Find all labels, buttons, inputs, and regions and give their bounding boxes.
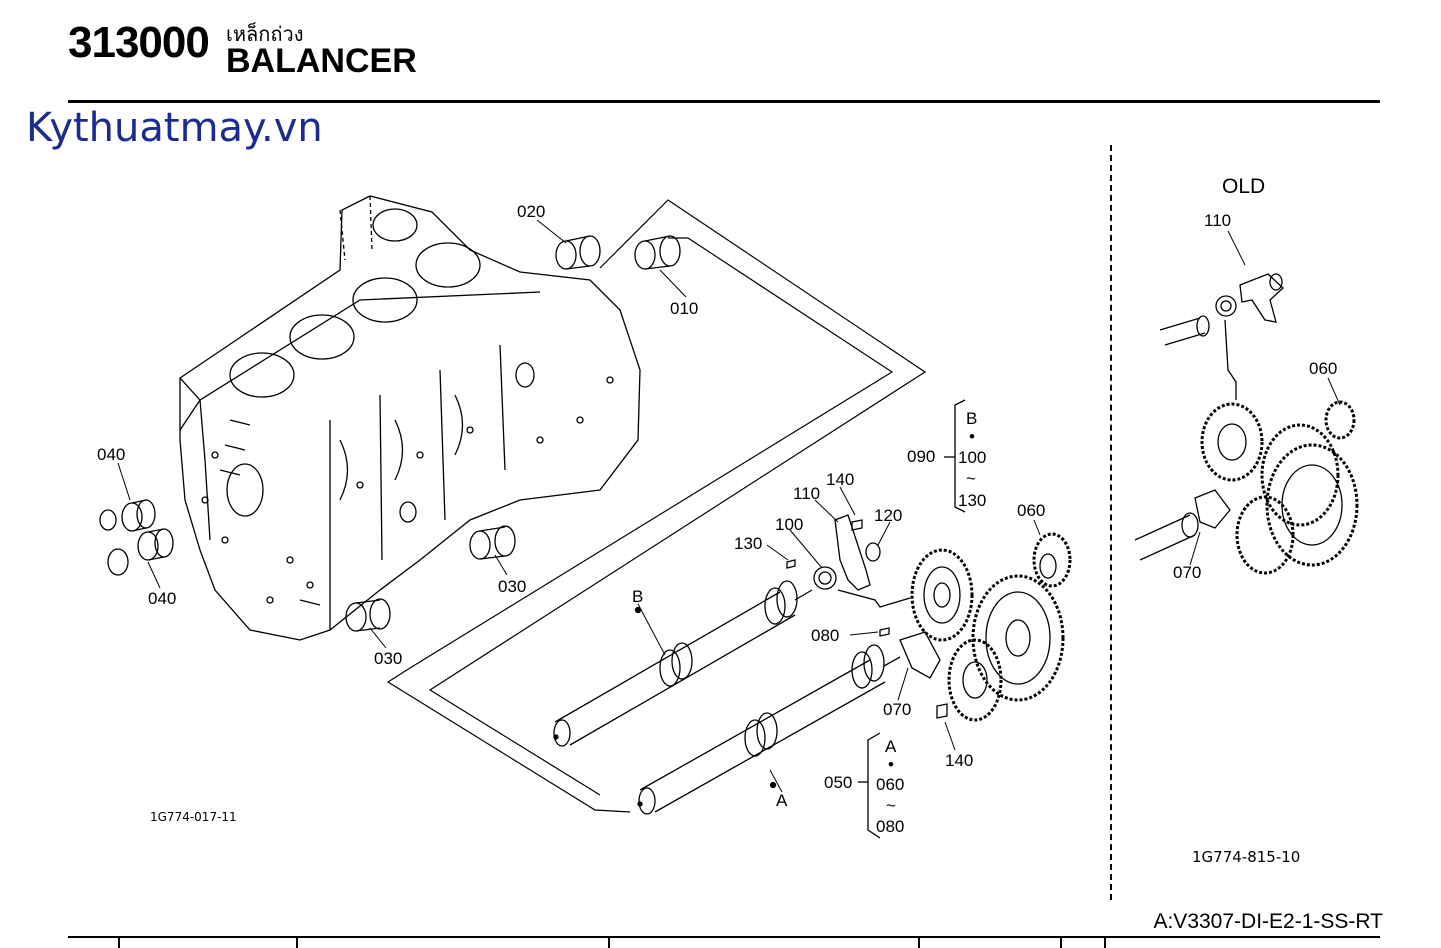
callout-030-lower: 030 (374, 649, 402, 668)
group-b-tilde: ~ (966, 469, 976, 488)
callout-140-upper: 140 (826, 470, 854, 489)
old-assembly-illustration (1134, 273, 1359, 575)
group-a-dot: • (888, 755, 894, 774)
callout-090: 090 (907, 447, 935, 466)
thrust-plate-110 (834, 514, 871, 591)
callout-060: 060 (1017, 501, 1045, 520)
section-divider (1110, 145, 1112, 900)
shaft-a-label: A (776, 791, 788, 810)
group-b-dot: • (969, 427, 975, 446)
group-b-label: B (966, 409, 977, 428)
balancer-gear-lower (947, 638, 1003, 722)
group-bracket-a (867, 732, 881, 839)
collar-120 (865, 542, 881, 562)
part-code: 313000 (68, 18, 210, 67)
group-a-from: 060 (876, 775, 904, 794)
footer-tick (118, 936, 120, 948)
callout-120: 120 (874, 506, 902, 525)
part-name-thai: เหล็กถ่วง (226, 22, 304, 46)
shaft-a-marker (769, 781, 777, 789)
group-b-to: 130 (958, 491, 986, 510)
shaft-b-label: B (632, 587, 643, 606)
header-rule (68, 100, 1380, 103)
callout-old-110: 110 (1204, 211, 1231, 230)
bushing-010 (634, 235, 681, 270)
bushing-020 (555, 235, 601, 270)
callout-080: 080 (811, 626, 839, 645)
group-a-label: A (885, 737, 897, 756)
gear-060 (1032, 532, 1072, 588)
model-code: A:V3307-DI-E2-1-SS-RT (1153, 910, 1383, 933)
callout-old-060: 060 (1309, 359, 1337, 378)
callout-140-lower: 140 (945, 751, 973, 770)
screw-140-upper (851, 519, 863, 531)
bushing-040-upper (99, 499, 156, 532)
old-section-label: OLD (1222, 175, 1266, 198)
callout-030-upper: 030 (498, 577, 526, 596)
engine-block-illustration (179, 195, 641, 641)
bushing-030-upper (469, 525, 516, 560)
key-080 (879, 627, 890, 637)
callout-130: 130 (734, 534, 762, 553)
group-a-tilde: ~ (886, 796, 896, 815)
figure-code-old: 1G774-815-10 (1192, 848, 1301, 866)
balancer-shaft-a (637, 644, 901, 815)
group-a-to: 080 (876, 817, 904, 836)
callout-old-070: 070 (1173, 563, 1201, 582)
figure-code-main: 1G774-017-11 (150, 810, 237, 824)
footer-tick (918, 936, 920, 948)
bushing-040-lower (107, 528, 174, 576)
screw-140-lower (936, 703, 948, 719)
callout-110: 110 (793, 484, 820, 503)
key-130 (786, 559, 796, 569)
footer-tick (296, 936, 298, 948)
balancer-gear-upper (910, 548, 974, 642)
part-name-english: BALANCER (226, 42, 417, 80)
callout-040-lower: 040 (148, 589, 176, 608)
shaft-b-marker (634, 606, 642, 614)
thrust-plate-070 (899, 631, 941, 679)
assembly-arrow (837, 589, 911, 608)
callout-050: 050 (824, 773, 852, 792)
callout-leader-lines (117, 219, 1341, 793)
callout-020: 020 (517, 202, 545, 221)
footer-tick (608, 936, 610, 948)
balancer-gear-main (971, 574, 1065, 702)
callout-100: 100 (775, 515, 803, 534)
bushing-030-lower (345, 598, 391, 632)
idle-gear-small (813, 566, 837, 590)
balancer-shaft-b (553, 580, 813, 747)
footer-tick (1060, 936, 1062, 948)
footer-rule (68, 936, 1380, 938)
footer-tick (1104, 936, 1106, 948)
callout-040-upper: 040 (97, 445, 125, 464)
group-bracket-b (954, 399, 966, 513)
watermark-text: Kythuatmay.vn (26, 105, 323, 151)
callout-070: 070 (883, 700, 911, 719)
group-b-from: 100 (958, 448, 986, 467)
assembly-guide-frame (386, 199, 927, 813)
callout-010: 010 (670, 299, 698, 318)
